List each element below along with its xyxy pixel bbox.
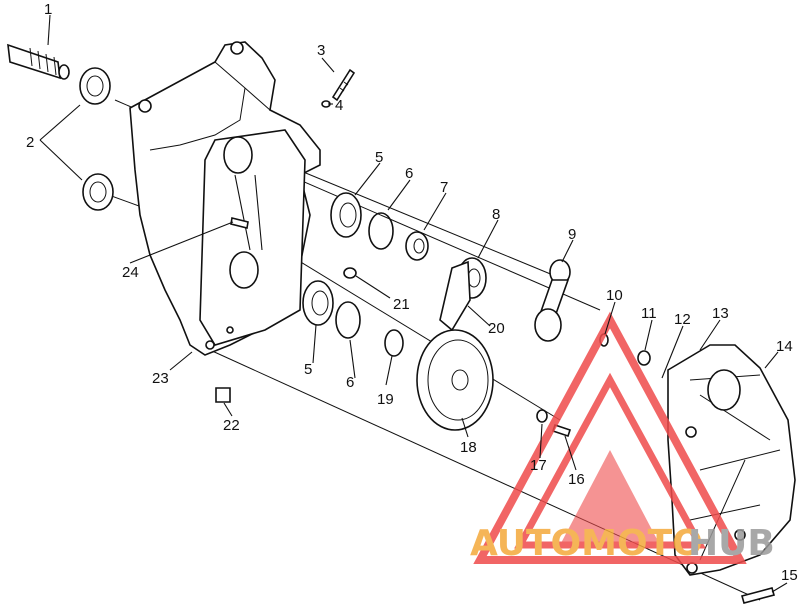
callout-2: 2 <box>26 134 34 151</box>
part-housing <box>129 41 321 356</box>
callout-7: 7 <box>440 179 448 196</box>
part-oring-lower <box>335 301 361 339</box>
callout-6-lower: 6 <box>346 374 354 391</box>
callout-1: 1 <box>44 1 52 18</box>
callout-17: 17 <box>530 457 547 474</box>
part-bushing-7 <box>405 231 429 261</box>
leader-lines <box>39 14 788 593</box>
watermark-text-hub: HUB <box>688 523 775 564</box>
watermark-text-automoto: AUTOMOTO <box>470 523 703 564</box>
part-nut-21 <box>343 267 357 279</box>
part-bearing-upper <box>330 192 362 238</box>
part-bolt-3 <box>331 68 356 102</box>
callout-19: 19 <box>377 391 394 408</box>
callout-23: 23 <box>152 370 169 387</box>
watermark-triangle-large <box>473 311 747 564</box>
callout-labels: 1 2 3 4 5 6 7 8 9 10 11 12 13 14 15 16 1… <box>26 1 798 584</box>
part-dowel-24 <box>230 217 249 229</box>
callout-24: 24 <box>122 264 139 281</box>
part-tensioner-arm <box>534 259 571 342</box>
part-plug-22 <box>215 387 231 403</box>
callout-15: 15 <box>781 567 798 584</box>
part-bearing-lower <box>302 280 334 326</box>
watermark-logo: AUTOMOTO HUB <box>470 311 775 564</box>
callout-13: 13 <box>712 305 729 322</box>
watermark-triangle-inner <box>560 450 660 545</box>
callout-3: 3 <box>317 42 325 59</box>
part-washer-17 <box>536 409 548 423</box>
part-chain <box>439 260 471 332</box>
part-oring-upper <box>368 212 394 250</box>
part-cover <box>667 344 796 576</box>
part-nut-11 <box>637 350 651 366</box>
callout-21: 21 <box>393 296 410 313</box>
part-bolt-15 <box>741 587 775 604</box>
callout-14: 14 <box>776 338 793 355</box>
part-shaft <box>7 43 70 80</box>
callout-5-lower: 5 <box>304 361 312 378</box>
callout-5-upper: 5 <box>375 149 383 166</box>
callout-22: 22 <box>223 417 240 434</box>
callout-10: 10 <box>606 287 623 304</box>
callout-12: 12 <box>674 311 691 328</box>
callout-9: 9 <box>568 226 576 243</box>
callout-20: 20 <box>488 320 505 337</box>
callout-16: 16 <box>568 471 585 488</box>
part-oring-19 <box>384 329 404 357</box>
callout-8: 8 <box>492 206 500 223</box>
part-seals <box>79 67 114 211</box>
callout-6-upper: 6 <box>405 165 413 182</box>
part-sprocket-large <box>416 329 494 431</box>
callout-18: 18 <box>460 439 477 456</box>
callout-11: 11 <box>641 305 657 322</box>
callout-4: 4 <box>335 97 343 114</box>
